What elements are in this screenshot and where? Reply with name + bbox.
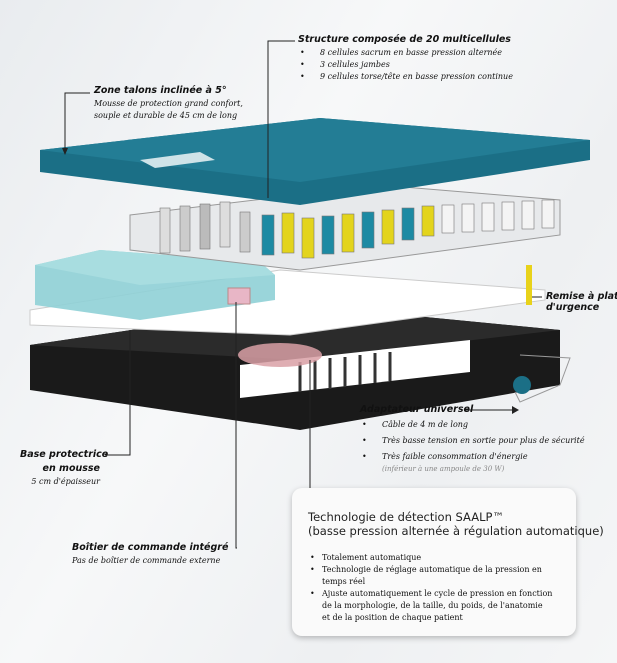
callout-base: Base protectrice en mousse 5 cm d'épaiss… [20,449,109,490]
list-item: 9 cellules torse/tête en basse pression … [298,71,513,83]
saalp-info-box: Technologie de détection SAALP™ (basse p… [292,488,604,636]
list-item: 3 cellules jambes [298,59,513,71]
callout-title: Adaptateur universel [360,404,474,415]
list-item: Très faible consommation d'énergie [360,449,585,465]
callout-title: Boîtier de commande intégré [72,542,229,553]
multicell-structure [129,184,561,271]
universal-adapter [513,354,571,403]
list-item: 8 cellules sacrum en basse pression alte… [298,47,513,59]
control-unit-disc [238,343,322,367]
callout-title: Base protectrice [20,449,109,460]
list-item: Câble de 4 m de long [360,417,585,433]
callout-adaptateur: Adaptateur universel Câble de 4 m de lon… [360,404,585,477]
leader-lines [64,40,542,549]
top-foam-layer [40,118,590,205]
callout-title: d'urgence [546,302,600,313]
middle-layer [29,250,546,336]
control-box [227,287,251,305]
list-item: Ajuste automatiquement le cycle de press… [308,588,560,624]
callout-title: Structure composée de 20 multicellules [298,34,511,45]
callout-zone-talons: Zone talons inclinée à 5° Mousse de prot… [94,85,243,124]
callout-boitier: Boîtier de commande intégré Pas de boîti… [72,542,228,569]
callout-subtitle: 5 cm d'épaisseur [31,477,100,486]
list-item: Totalement automatique [308,552,560,564]
box-subtitle: (basse pression alternée à régulation au… [308,524,604,538]
callout-title: en mousse [42,463,100,474]
callout-subtitle: Pas de boîtier de commande externe [72,556,221,565]
callout-line: souple et durable de 45 cm de long [94,111,238,120]
list-item: Très basse tension en sortie pour plus d… [360,433,585,449]
callout-note: (inférieur à une ampoule de 30 W) [382,465,505,473]
emergency-handle [526,265,532,305]
list-item: Technologie de réglage automatique de la… [308,564,560,588]
callout-line: Mousse de protection grand confort, [94,99,243,108]
callout-remise: Remise à plat d'urgence [546,291,617,313]
box-title: Technologie de détection SAALP™ [308,510,504,524]
callout-title: Remise à plat [546,291,617,302]
arrow-head [512,406,519,414]
callout-structure: Structure composée de 20 multicellules 8… [298,34,513,83]
callout-title: Zone talons inclinée à 5° [94,85,227,96]
